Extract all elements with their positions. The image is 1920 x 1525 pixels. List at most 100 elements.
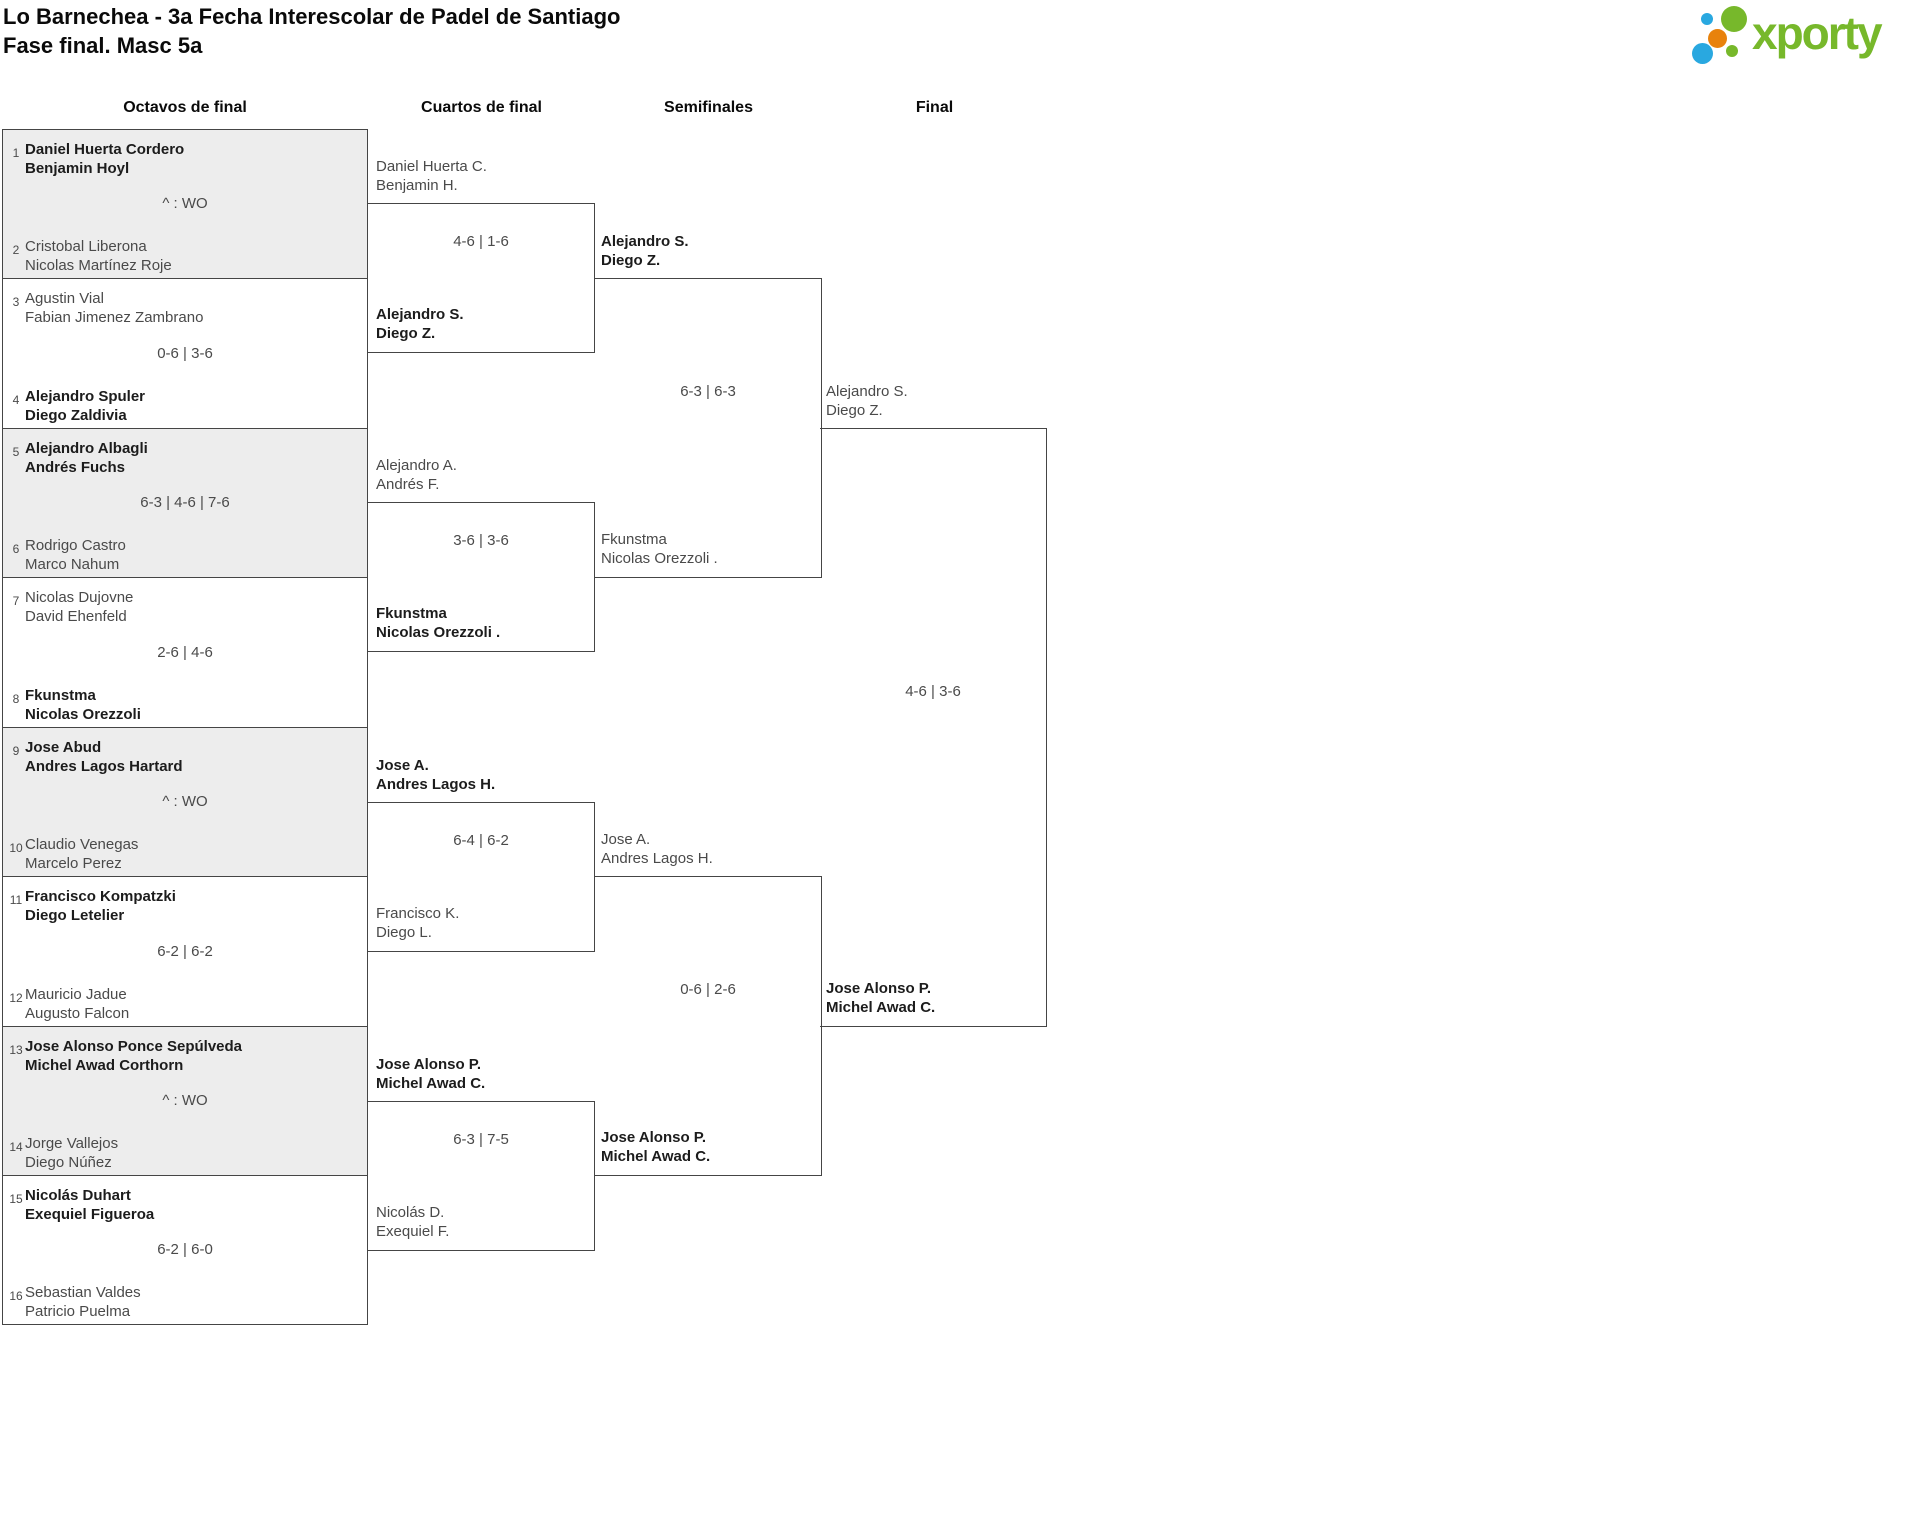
team-pair: Jorge Vallejos Diego Núñez <box>25 1134 118 1172</box>
player-name: Fkunstma <box>601 531 667 548</box>
team-pair: Cristobal Liberona Nicolas Martínez Roje <box>25 237 172 275</box>
player-name: Daniel Huerta C. <box>376 158 487 175</box>
player-name: Daniel Huerta Cordero <box>25 141 185 158</box>
round-header-octavos: Octavos de final <box>123 99 247 116</box>
r16-match-6: 11 Francisco Kompatzki Diego Letelier 6-… <box>2 876 368 1027</box>
player-name: Diego Núñez <box>25 1154 112 1171</box>
player-name: Mauricio Jadue <box>25 986 127 1003</box>
team-pair: Alejandro S. Diego Z. <box>376 305 464 343</box>
player-name: Michel Awad C. <box>601 1148 711 1165</box>
player-name: Fkunstma <box>25 687 96 704</box>
qf-match-4: Jose Alonso P. Michel Awad C. 6-3 | 7-5 … <box>368 1056 595 1251</box>
player-name: Nicolas Martínez Roje <box>25 257 172 274</box>
player-name: Alejandro S. <box>826 383 908 400</box>
team-pair: Alejandro A. Andrés F. <box>376 456 457 494</box>
player-name: Diego Zaldivia <box>25 407 127 424</box>
player-name: Jose Alonso P. <box>376 1056 482 1073</box>
qf-match-1: Daniel Huerta C. Benjamin H. 4-6 | 1-6 A… <box>368 158 595 353</box>
team-pair: Nicolás Duhart Exequiel Figueroa <box>25 1186 154 1224</box>
player-name: Alejandro S. <box>376 306 464 323</box>
player-name: Andrés F. <box>376 476 440 493</box>
logo-wordmark: xporty <box>1752 7 1883 59</box>
player-name: Michel Awad Corthorn <box>25 1057 184 1074</box>
player-name: Alejandro A. <box>376 457 457 474</box>
player-name: Jose A. <box>376 757 429 774</box>
player-name: Diego Letelier <box>25 907 125 924</box>
r16-match-2: 3 Agustin Vial Fabian Jimenez Zambrano 0… <box>2 278 368 429</box>
r16-match-7: 13 Jose Alonso Ponce Sepúlveda Michel Aw… <box>2 1026 368 1176</box>
match-score: 0-6 | 3-6 <box>157 344 213 362</box>
player-name: Michel Awad C. <box>376 1075 486 1092</box>
player-name: Benjamin Hoyl <box>25 160 130 177</box>
team-pair: Daniel Huerta Cordero Benjamin Hoyl <box>25 140 184 178</box>
final-match: Alejandro S. Diego Z. 4-6 | 3-6 Jose Alo… <box>820 383 1047 1027</box>
player-name: Jose Alonso P. <box>826 980 932 997</box>
r16-match-3: 5 Alejandro Albagli Andrés Fuchs 6-3 | 4… <box>2 428 368 578</box>
team-pair: Jose Alonso P. Michel Awad C. <box>376 1055 485 1093</box>
match-score: 6-4 | 6-2 <box>453 832 509 849</box>
player-name: Benjamin H. <box>376 177 458 194</box>
player-name: Exequiel F. <box>376 1223 450 1240</box>
player-name: Fkunstma <box>376 605 447 622</box>
team-pair: Francisco K. Diego L. <box>376 904 459 942</box>
player-name: Nicolas Orezzoli <box>25 706 141 723</box>
seed-number: 4 <box>12 393 20 407</box>
player-name: Diego L. <box>376 924 432 941</box>
player-name: Alejandro Spuler <box>25 388 146 405</box>
sf-match-1: Alejandro S. Diego Z. 6-3 | 6-3 Fkunstma… <box>595 233 822 578</box>
match-score: 2-6 | 4-6 <box>157 643 213 661</box>
player-name: Agustin Vial <box>25 290 104 307</box>
seed-number: 5 <box>12 445 20 459</box>
player-name: Alejandro S. <box>601 233 689 250</box>
player-name: Sebastian Valdes <box>25 1284 141 1301</box>
player-name: Andres Lagos H. <box>601 850 713 867</box>
team-pair: Sebastian Valdes Patricio Puelma <box>25 1283 141 1321</box>
r16-match-1: 1 Daniel Huerta Cordero Benjamin Hoyl ^ … <box>2 129 368 279</box>
team-pair: Fkunstma Nicolas Orezzoli <box>25 686 141 724</box>
player-name: Jose A. <box>601 831 651 848</box>
player-name: Marcelo Perez <box>25 855 122 872</box>
player-name: Jose Abud <box>25 739 102 756</box>
match-score: 6-2 | 6-0 <box>157 1241 213 1258</box>
player-name: Nicolas Orezzoli . <box>376 624 501 641</box>
player-name: Francisco K. <box>376 905 460 922</box>
player-name: Nicolás Duhart <box>25 1187 131 1204</box>
player-name: Jose Alonso Ponce Sepúlveda <box>25 1038 243 1055</box>
player-name: Rodrigo Castro <box>25 537 126 554</box>
match-score: 0-6 | 2-6 <box>680 981 736 998</box>
team-pair: Agustin Vial Fabian Jimenez Zambrano <box>25 289 203 327</box>
player-name: Fabian Jimenez Zambrano <box>25 309 204 326</box>
round-header-semifinales: Semifinales <box>664 99 753 116</box>
team-pair: Alejandro Spuler Diego Zaldivia <box>25 387 145 425</box>
round-header-cuartos: Cuartos de final <box>421 99 542 116</box>
match-score: ^ : WO <box>162 793 208 810</box>
logo-dot-green-small-icon <box>1726 45 1738 57</box>
player-name: Augusto Falcon <box>25 1005 130 1022</box>
player-name: Alejandro Albagli <box>25 440 148 457</box>
team-pair: Mauricio Jadue Augusto Falcon <box>25 985 129 1023</box>
page-title: Lo Barnechea - 3a Fecha Interescolar de … <box>3 4 621 29</box>
player-name: Diego Z. <box>826 402 883 419</box>
match-score: 6-3 | 7-5 <box>453 1131 509 1148</box>
player-name: Diego Z. <box>376 325 436 342</box>
player-name: Jorge Vallejos <box>25 1135 119 1152</box>
team-pair: Jose Abud Andres Lagos Hartard <box>25 738 183 776</box>
team-pair: Fkunstma Nicolas Orezzoli . <box>376 604 500 642</box>
logo-dot-orange-icon <box>1708 29 1727 48</box>
player-name: Nicolas Orezzoli . <box>601 550 718 567</box>
seed-number: 2 <box>12 243 20 257</box>
seed-number: 7 <box>12 594 20 608</box>
team-pair: Claudio Venegas Marcelo Perez <box>25 835 138 873</box>
team-pair: Jose Alonso P. Michel Awad C. <box>826 979 935 1017</box>
seed-number: 15 <box>9 1192 23 1206</box>
player-name: Andrés Fuchs <box>25 459 126 476</box>
seed-number: 1 <box>12 146 20 160</box>
logo-dot-green-big-icon <box>1721 6 1747 32</box>
seed-number: 13 <box>9 1043 23 1057</box>
player-name: Francisco Kompatzki <box>25 888 176 905</box>
player-name: Nicolás D. <box>376 1204 445 1221</box>
match-score: 6-3 | 4-6 | 7-6 <box>140 494 230 511</box>
seed-number: 11 <box>9 893 23 907</box>
team-pair: Alejandro S. Diego Z. <box>601 232 689 270</box>
